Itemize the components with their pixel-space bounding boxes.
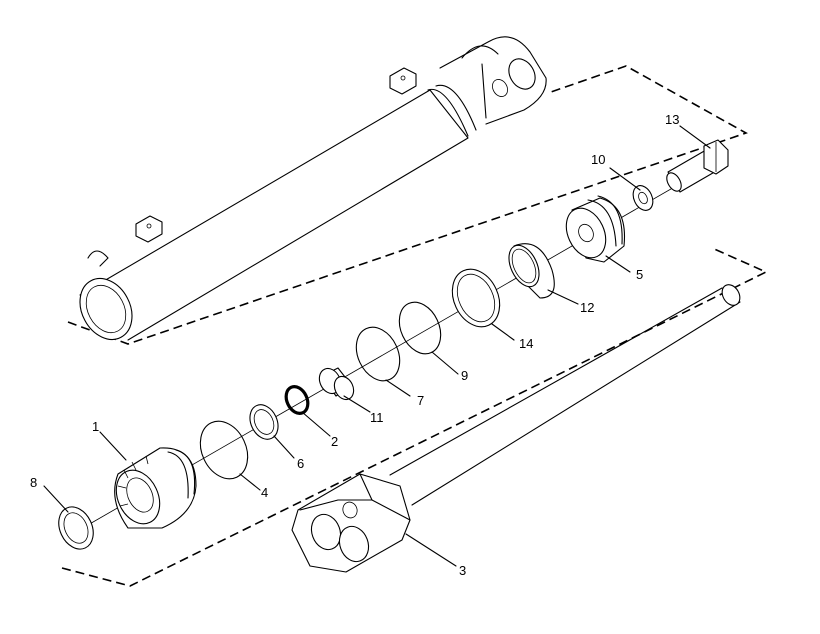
label-part-9: 9	[461, 368, 468, 383]
label-part-13: 13	[665, 112, 679, 127]
label-part-8: 8	[30, 475, 37, 490]
label-part-4: 4	[261, 485, 268, 500]
part-11-bushing	[318, 367, 355, 401]
cylinder-barrel	[79, 36, 547, 341]
label-part-14: 14	[519, 336, 533, 351]
label-part-6: 6	[297, 456, 304, 471]
part-1-head	[114, 447, 197, 529]
part-7-o-ring	[355, 326, 401, 382]
label-part-5: 5	[636, 267, 643, 282]
part-9-ring	[398, 301, 442, 355]
rod-group-outline	[61, 247, 768, 587]
label-part-2: 2	[331, 434, 338, 449]
label-part-3: 3	[459, 563, 466, 578]
part-10-washer	[632, 185, 654, 211]
part-4-o-ring	[199, 420, 249, 480]
label-part-11: 11	[370, 410, 384, 425]
leader-lines	[43, 125, 711, 567]
part-number-labels: 1 2 3 4 5 6 7 8 9 10 11 12 13 14	[30, 112, 679, 578]
part-8-wiper	[58, 506, 94, 550]
piston-rod	[291, 284, 741, 573]
part-5-piston	[565, 195, 626, 263]
part-2-seal	[284, 385, 310, 415]
part-6-backup-ring	[249, 404, 279, 440]
part-13-bolt	[666, 139, 729, 193]
label-part-12: 12	[580, 300, 594, 315]
label-part-1: 1	[92, 419, 99, 434]
part-14-wear-ring	[451, 268, 501, 328]
label-part-7: 7	[417, 393, 424, 408]
part-12-wear-band	[508, 243, 555, 299]
label-part-10: 10	[591, 152, 605, 167]
